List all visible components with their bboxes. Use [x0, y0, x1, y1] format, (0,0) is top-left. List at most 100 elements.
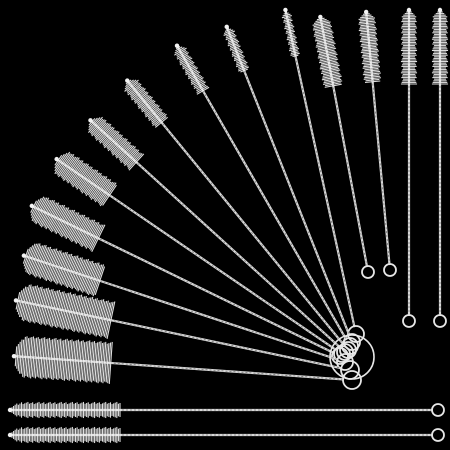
bristle: [320, 69, 341, 75]
bristle: [43, 289, 53, 325]
bristle: [86, 262, 98, 294]
bristle: [27, 285, 37, 322]
bristle: [56, 153, 71, 175]
bristle: [74, 217, 88, 243]
bristle: [176, 50, 188, 58]
bristle: [53, 291, 62, 327]
bristle: [359, 25, 376, 28]
bristle: [119, 145, 135, 162]
bristle: [292, 54, 299, 58]
bristle: [49, 290, 59, 327]
bristle: [108, 341, 113, 385]
bristle: [360, 36, 377, 39]
bristle: [54, 207, 68, 233]
bristle: [97, 181, 112, 202]
brush: [21, 243, 354, 371]
brush-tip: [11, 353, 17, 359]
bristle: [364, 74, 380, 77]
bristle: [325, 82, 341, 87]
brush-tip: [363, 9, 369, 15]
bristle: [60, 253, 73, 286]
bristle: [72, 163, 89, 188]
bristle: [125, 79, 134, 88]
bristle: [92, 342, 97, 381]
bristle: [313, 23, 331, 28]
bristle: [79, 169, 95, 191]
bristle: [102, 302, 111, 336]
bristle: [83, 341, 87, 381]
bristle: [181, 59, 192, 66]
bristle: [151, 112, 166, 125]
bristle: [31, 196, 45, 222]
bristle: [26, 337, 31, 377]
bristle: [23, 336, 28, 378]
brush: [11, 336, 362, 390]
bristle: [290, 43, 297, 47]
bristle: [45, 248, 58, 282]
bristle: [182, 60, 194, 68]
bristle: [361, 48, 379, 52]
bristle: [289, 46, 299, 50]
bristle: [231, 50, 243, 56]
bristle: [363, 56, 378, 60]
brush-tip: [318, 14, 323, 20]
bristle: [321, 68, 340, 73]
bristle: [78, 219, 92, 245]
bristle: [317, 46, 336, 51]
bristle: [320, 60, 337, 65]
bristle: [37, 247, 48, 277]
brush-wire: [365, 10, 391, 266]
bristle: [82, 297, 92, 334]
bristle: [73, 340, 78, 381]
bristle: [124, 79, 137, 90]
bristle: [321, 66, 339, 71]
bristle: [64, 294, 73, 329]
bristle: [174, 47, 187, 56]
brush-tip: [224, 24, 229, 30]
bristle: [196, 85, 208, 94]
bristle-head: [54, 151, 117, 207]
bristle: [59, 340, 63, 379]
bristle: [112, 138, 128, 156]
bristle: [85, 262, 97, 293]
bristle: [42, 339, 47, 378]
bristle: [223, 29, 234, 35]
bristle-head: [124, 79, 169, 128]
bristle: [363, 70, 381, 74]
bristle: [66, 255, 79, 289]
bristle: [93, 178, 110, 201]
bristle: [361, 42, 378, 46]
bristle: [50, 338, 55, 380]
bristle: [65, 159, 81, 181]
bristle: [38, 199, 52, 225]
bristle: [315, 33, 333, 39]
bristle: [97, 181, 114, 204]
bristle: [318, 51, 336, 56]
bristle: [65, 340, 70, 380]
bristle: [316, 38, 333, 43]
bristle: [69, 214, 84, 241]
bristle: [110, 137, 125, 153]
bristle: [53, 207, 66, 232]
bristle: [363, 64, 380, 68]
bristle: [31, 287, 40, 322]
bristle: [313, 20, 329, 24]
bristle: [312, 25, 333, 31]
bristle: [89, 298, 98, 335]
wire-loop: [333, 345, 351, 363]
bristle: [88, 175, 104, 198]
bristle: [54, 151, 71, 175]
bristle: [44, 338, 49, 379]
bristle: [73, 294, 83, 333]
bristle: [52, 252, 63, 282]
bristle: [59, 209, 74, 237]
bristle: [127, 152, 143, 170]
bristle: [56, 291, 65, 329]
bristle: [361, 47, 378, 50]
bristle: [58, 293, 67, 327]
bristle: [80, 260, 92, 292]
brush-tip: [29, 203, 34, 209]
bristle: [71, 163, 88, 186]
bristle: [62, 156, 79, 180]
bristle: [47, 339, 52, 378]
